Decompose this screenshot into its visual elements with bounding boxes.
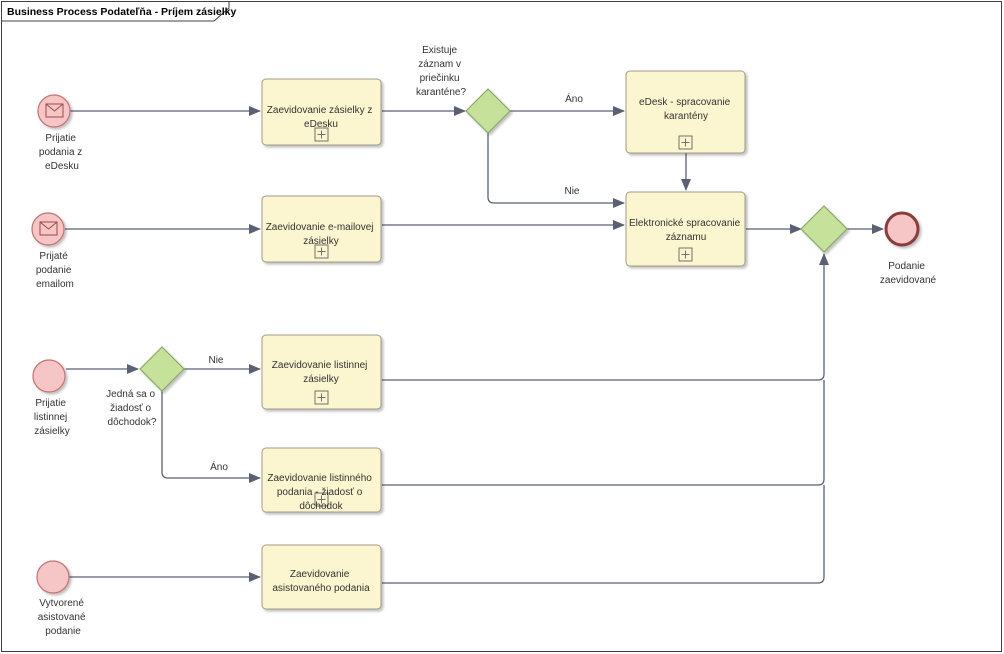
start-event-edesk-label: Prijatie podania z eDesku (39, 133, 85, 172)
start-event-email-label: Prijaté podanie emailom (36, 251, 74, 290)
subprocess-plus-icon (314, 390, 329, 405)
envelope-icon (45, 103, 64, 118)
gateway-karantena (465, 88, 511, 134)
subprocess-plus-icon (314, 244, 329, 259)
subprocess-plus-icon (678, 247, 693, 262)
edge-label-ano-mid: Áno (210, 460, 228, 473)
edge-label-nie-top: Nie (564, 186, 579, 197)
start-event-email (31, 212, 65, 246)
task-edesk-label: Zaevidovanie zásielky z eDesku (267, 105, 375, 130)
end-event-label: Podanie zaevidované (880, 261, 937, 286)
task-elektronicke: Elektronické spracovanie záznamu (625, 191, 746, 267)
diagram-title: Business Process Podateľňa - Príjem zási… (7, 6, 236, 18)
gateway-karantena-label: Existuje záznam v priečinku karanténe? (416, 45, 466, 98)
task-dochodok: Zaevidovanie listinného podania - žiados… (261, 447, 382, 513)
task-karantena-label: eDesk - spracovanie karantény (639, 97, 733, 122)
start-event-asist-label: Vytvorené asistované podanie (38, 598, 89, 637)
edges (65, 106, 884, 584)
task-listinna: Zaevidovanie listinnej zásielky (261, 334, 382, 410)
task-listinna-label: Zaevidovanie listinnej zásielky (272, 360, 370, 385)
subprocess-plus-icon (314, 492, 329, 507)
start-event-listinna-label: Prijatie listinnej zásielky (34, 398, 70, 437)
task-email: Zaevidovanie e-mailovej zásielky (261, 195, 382, 263)
subprocess-plus-icon (314, 127, 329, 142)
start-event-listinna (32, 359, 66, 393)
edge-asist-to-merge (382, 485, 825, 584)
title-tab (1, 1, 230, 22)
subprocess-plus-icon (678, 135, 693, 150)
task-dochodok-label: Zaevidovanie listinného podania - žiados… (267, 473, 374, 512)
gateway-dochodok (139, 346, 185, 392)
end-event (884, 211, 920, 247)
task-asist: Zaevidovanie asistovaného podania (261, 544, 382, 610)
task-karantena: eDesk - spracovanie karantény (625, 70, 746, 154)
edge-label-ano-top: Áno (565, 92, 583, 105)
task-elektronicke-label: Elektronické spracovanie záznamu (629, 218, 743, 243)
gateway-merge (800, 205, 848, 253)
gateway-dochodok-label: Jedná sa o žiadosť o dôchodok? (106, 389, 158, 428)
task-email-label: Zaevidovanie e-mailovej zásielky (266, 222, 377, 247)
edge-label-nie-mid: Nie (208, 355, 223, 366)
task-edesk: Zaevidovanie zásielky z eDesku (261, 78, 382, 146)
edge-gateway-to-dochodok (161, 391, 261, 483)
envelope-icon (39, 221, 58, 236)
edge-listinna-to-merge (382, 253, 829, 381)
task-asist-label: Zaevidovanie asistovaného podania (272, 569, 370, 594)
start-event-edesk (37, 94, 71, 128)
edge-gateway-to-elektronicke (487, 133, 625, 208)
start-event-asist (36, 560, 70, 594)
edge-dochodok-to-merge (382, 380, 825, 486)
